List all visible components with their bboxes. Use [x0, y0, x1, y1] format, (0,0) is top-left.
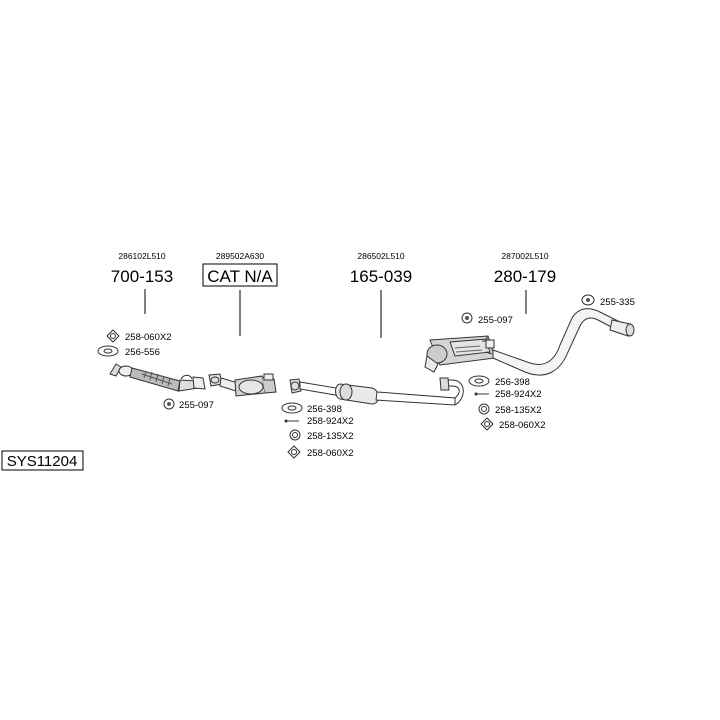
fitting-label-256-398-middle: 256-398	[307, 404, 342, 415]
fitting-mount-255-097-front[interactable]	[163, 398, 175, 410]
fitting-hanger-255-335[interactable]	[581, 294, 595, 306]
fitting-nut-258-060-rear[interactable]	[480, 417, 494, 431]
part-number-middle-silencer[interactable]: 165-039	[350, 267, 412, 286]
fitting-label-256-398-rear: 256-398	[495, 377, 530, 388]
fitting-label-255-335: 255-335	[600, 297, 635, 308]
fitting-nut-258-060-middle[interactable]	[287, 445, 301, 459]
fitting-label-258-135-middle: 258-135X2	[307, 431, 353, 442]
system-id: SYS11204	[7, 453, 78, 470]
catalyst-label-box	[202, 263, 278, 287]
leader-lines	[144, 289, 527, 338]
oem-number-middle-silencer: 286502L510	[357, 251, 405, 261]
fitting-label-258-060-middle: 258-060X2	[307, 448, 353, 459]
oem-number-front-pipe: 286102L510	[118, 251, 166, 261]
fitting-bolt-258-924-middle[interactable]	[284, 419, 300, 423]
rear-silencer[interactable]	[424, 308, 635, 376]
catalytic-converter[interactable]	[208, 373, 277, 397]
middle-silencer[interactable]	[289, 377, 464, 406]
fitting-bolt-258-924-rear[interactable]	[474, 392, 490, 396]
fitting-nut-258-060-front[interactable]	[106, 329, 120, 343]
fitting-gasket-256-398-middle[interactable]	[281, 402, 303, 414]
fitting-label-258-060-front: 258-060X2	[125, 332, 171, 343]
fitting-label-258-060-rear: 258-060X2	[499, 420, 545, 431]
fitting-label-255-097-rear: 255-097	[478, 315, 513, 326]
part-number-rear-silencer[interactable]: 280-179	[494, 267, 556, 286]
oem-number-catalyst: 289502A630	[216, 251, 264, 261]
fitting-label-255-097-front: 255-097	[179, 400, 214, 411]
system-id-box	[1, 450, 84, 471]
fitting-spring-258-135-rear[interactable]	[478, 403, 490, 415]
fitting-spring-258-135-middle[interactable]	[289, 429, 301, 441]
part-number-front-pipe[interactable]: 700-153	[111, 267, 173, 286]
fitting-gasket-256-398-rear[interactable]	[468, 375, 490, 387]
part-number-catalyst[interactable]: CAT N/A	[207, 267, 273, 286]
fitting-label-258-135-rear: 258-135X2	[495, 405, 541, 416]
fitting-label-258-924-rear: 258-924X2	[495, 389, 541, 400]
fitting-label-258-924-middle: 258-924X2	[307, 416, 353, 427]
fitting-label-256-556: 256-556	[125, 347, 160, 358]
fitting-mount-255-097-rear[interactable]	[461, 312, 473, 324]
oem-number-rear-silencer: 287002L510	[501, 251, 549, 261]
front-pipe[interactable]	[109, 363, 206, 392]
fitting-gasket-256-556[interactable]	[97, 345, 119, 357]
